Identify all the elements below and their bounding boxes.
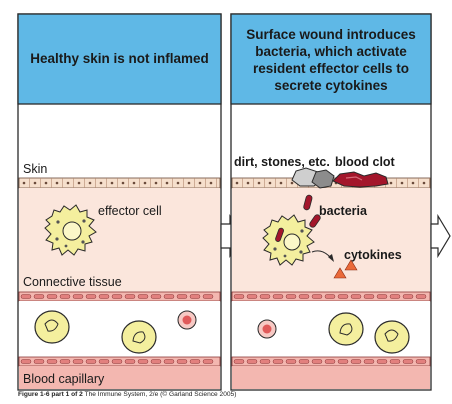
- caption-book: The Immune System, 2/e (© Garland Scienc…: [84, 391, 237, 398]
- caption-figure: Figure 1-6 part 1 of 2: [18, 391, 83, 398]
- label-cytokines: cytokines: [344, 248, 402, 262]
- red-blood-cell: [34, 310, 70, 344]
- capillary-label-band: [19, 366, 220, 389]
- capillary-wall-bottom-cells: [233, 359, 427, 364]
- label-skin: Skin: [23, 162, 47, 176]
- header-line: bacteria, which activate: [255, 44, 407, 59]
- label-blood-capillary: Blood capillary: [23, 372, 105, 386]
- effector-cell: [44, 204, 97, 256]
- red-blood-cell: [121, 320, 157, 354]
- red-blood-cell: [328, 312, 364, 346]
- label-bacteria: bacteria: [319, 204, 368, 218]
- panel-healthy: Healthy skin is not inflamed effector ce…: [17, 13, 222, 391]
- label-dirt: dirt, stones, etc.: [234, 155, 330, 169]
- label-connective-tissue: Connective tissue: [23, 275, 122, 289]
- header-line: Surface wound introduces: [246, 27, 416, 42]
- arrow-right-icon: [430, 213, 451, 259]
- bacterium: [303, 194, 313, 211]
- header-box: [17, 13, 222, 105]
- skin-cells: [22, 178, 217, 188]
- cytokine: [333, 267, 347, 279]
- header-line: secrete cytokines: [274, 78, 387, 93]
- dirt-stones: [291, 167, 335, 189]
- header-box: [230, 13, 432, 105]
- header-line: resident effector cells to: [253, 61, 409, 76]
- white-blood-cell: [257, 319, 277, 339]
- header-text: Healthy skin is not inflamed: [30, 51, 209, 66]
- figure-caption: Figure 1-6 part 1 of 2 The Immune System…: [18, 391, 236, 398]
- cytokine: [344, 259, 358, 271]
- panel-wound: Surface wound introduces bacteria, which…: [230, 13, 432, 391]
- capillary-wall-top-cells: [233, 294, 427, 299]
- capillary-wall-bottom-cells: [20, 359, 214, 364]
- label-blood-clot: blood clot: [335, 155, 396, 169]
- capillary-band: [232, 366, 430, 389]
- bacterium: [309, 214, 321, 228]
- capillary-wall-top-cells: [20, 294, 214, 299]
- effector-cell-activated: [262, 214, 315, 266]
- arrowhead-icon: [328, 254, 334, 262]
- label-effector-cell: effector cell: [98, 204, 162, 218]
- white-blood-cell: [177, 310, 197, 330]
- red-blood-cell: [374, 320, 410, 354]
